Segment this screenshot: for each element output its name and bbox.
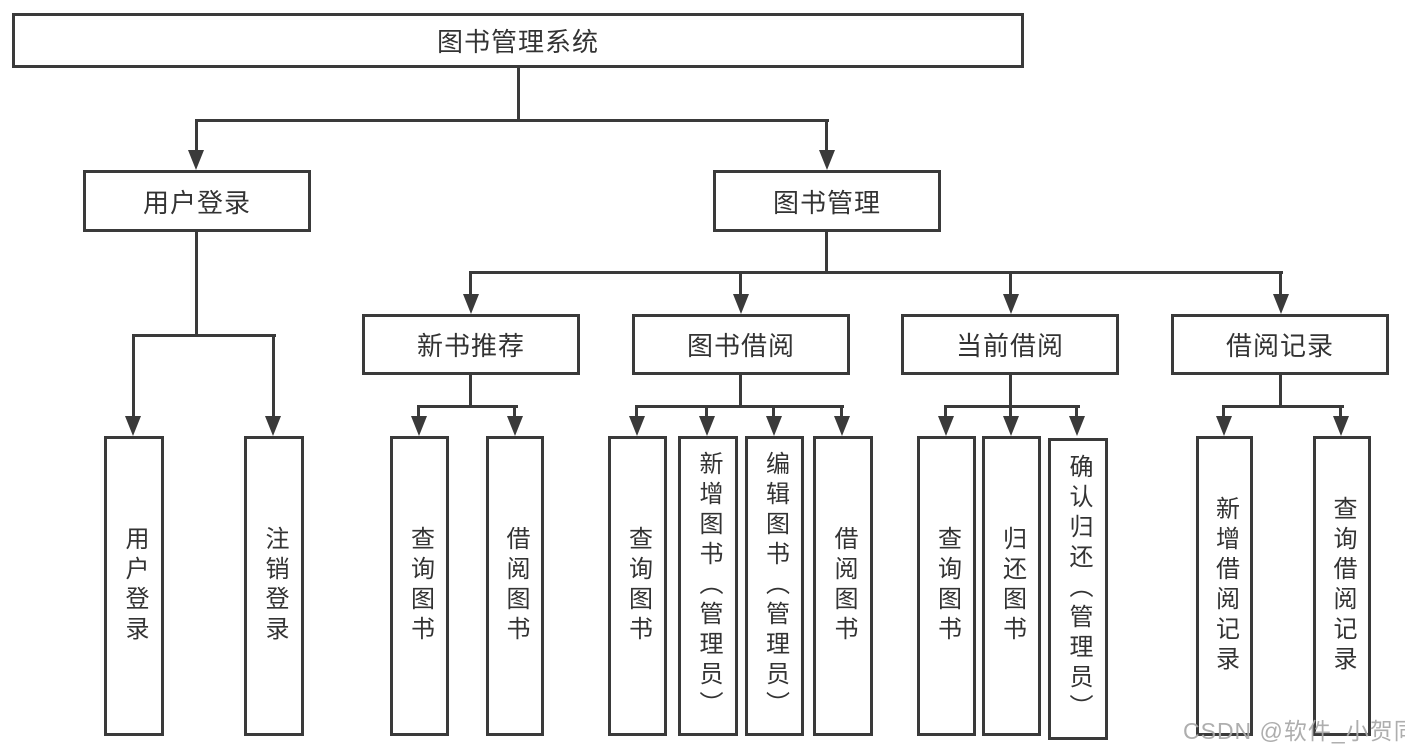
leaf-nbr-borrow-book: 借阅图书 xyxy=(486,436,544,736)
connector-drop xyxy=(1009,405,1012,419)
leaf-br-query-record: 查询借阅记录 xyxy=(1313,436,1371,736)
leaf-logout: 注销登录 xyxy=(244,436,304,736)
arrow-down-icon xyxy=(1216,416,1232,436)
connector-drop xyxy=(772,405,775,419)
connector-drop xyxy=(825,119,828,152)
leaf-bb-borrow-book: 借阅图书 xyxy=(813,436,873,736)
connector-drop xyxy=(513,405,516,419)
connector-level1-bus xyxy=(195,119,829,122)
arrow-down-icon xyxy=(733,294,749,314)
leaf-bb-query-book: 查询图书 xyxy=(608,436,667,736)
watermark: CSDN @软件_小贺同学 xyxy=(1183,718,1405,744)
connector-drop xyxy=(635,405,638,419)
connector-level2-bus xyxy=(469,271,1283,274)
leaf-user-login: 用户登录 xyxy=(104,436,164,736)
connector-drop xyxy=(469,271,472,297)
connector-drop xyxy=(944,405,947,419)
connector-drop xyxy=(1075,405,1078,419)
connector-drop xyxy=(1279,271,1282,297)
node-root: 图书管理系统 xyxy=(12,13,1024,68)
connector-trunk xyxy=(1279,373,1282,407)
node-book-borrow: 图书借阅 xyxy=(632,314,850,375)
connector-bus xyxy=(635,405,844,408)
connector-drop xyxy=(705,405,708,419)
arrow-down-icon xyxy=(507,416,523,436)
leaf-nbr-query-book: 查询图书 xyxy=(390,436,449,736)
node-current-borrow: 当前借阅 xyxy=(901,314,1119,375)
connector-drop xyxy=(1339,405,1342,419)
leaf-cb-confirm-return: 确认归还（管理员） xyxy=(1048,438,1108,740)
connector-drop xyxy=(840,405,843,419)
arrow-down-icon xyxy=(1273,294,1289,314)
arrow-down-icon xyxy=(1003,294,1019,314)
arrow-down-icon xyxy=(819,150,835,170)
connector-drop xyxy=(739,271,742,297)
node-user-login: 用户登录 xyxy=(83,170,311,232)
node-borrow-record: 借阅记录 xyxy=(1171,314,1389,375)
arrow-down-icon xyxy=(463,294,479,314)
leaf-cb-return-book: 归还图书 xyxy=(982,436,1041,736)
connector-drop xyxy=(195,119,198,152)
arrow-down-icon xyxy=(629,416,645,436)
connector-drop xyxy=(417,405,420,419)
connector-root-trunk xyxy=(517,66,520,122)
leaf-cb-query-book: 查询图书 xyxy=(917,436,976,736)
leaf-bb-add-book: 新增图书（管理员） xyxy=(678,436,738,736)
connector-bus xyxy=(417,405,518,408)
connector-trunk xyxy=(739,373,742,407)
arrow-down-icon xyxy=(1003,416,1019,436)
node-new-book-recommend: 新书推荐 xyxy=(362,314,580,375)
arrow-down-icon xyxy=(699,416,715,436)
connector-bus xyxy=(1222,405,1344,408)
connector-drop xyxy=(1222,405,1225,419)
arrow-down-icon xyxy=(834,416,850,436)
arrow-down-icon xyxy=(938,416,954,436)
node-book-management: 图书管理 xyxy=(713,170,941,232)
connector-drop xyxy=(132,334,135,418)
arrow-down-icon xyxy=(125,416,141,436)
arrow-down-icon xyxy=(1069,416,1085,436)
connector-bus xyxy=(944,405,1080,408)
connector-trunk xyxy=(1009,373,1012,407)
arrow-down-icon xyxy=(188,150,204,170)
leaf-br-add-record: 新增借阅记录 xyxy=(1196,436,1253,736)
connector-book-mgmt-trunk xyxy=(825,231,828,273)
leaf-bb-edit-book: 编辑图书（管理员） xyxy=(745,436,804,736)
connector-drop xyxy=(1009,271,1012,297)
connector-user-login-bus xyxy=(132,334,276,337)
arrow-down-icon xyxy=(766,416,782,436)
arrow-down-icon xyxy=(411,416,427,436)
connector-drop xyxy=(272,334,275,418)
arrow-down-icon xyxy=(1333,416,1349,436)
arrow-down-icon xyxy=(265,416,281,436)
connector-user-login-trunk xyxy=(195,231,198,336)
connector-trunk xyxy=(469,373,472,407)
